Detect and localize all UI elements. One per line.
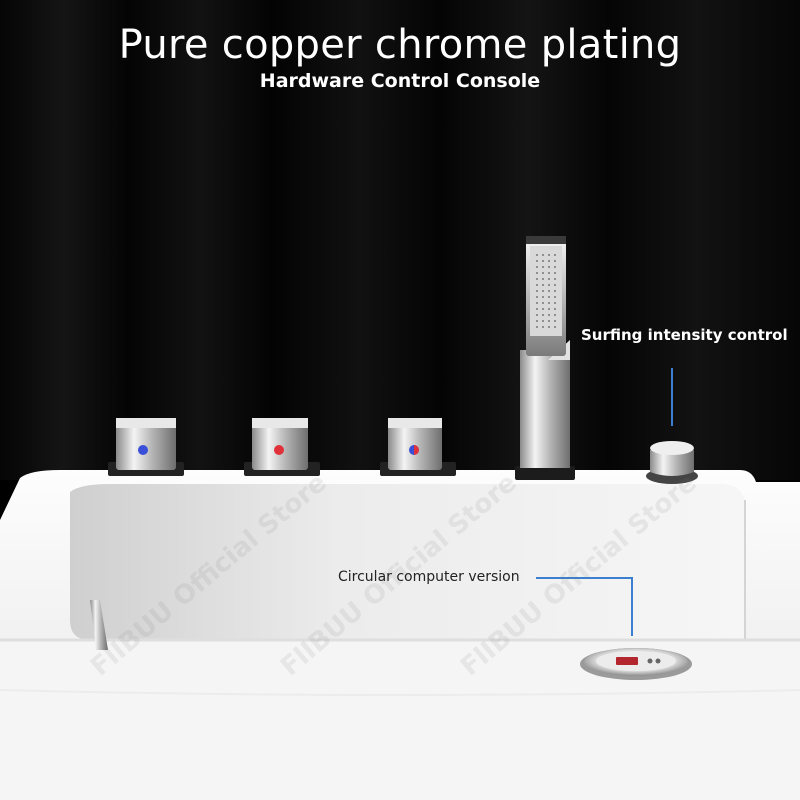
circular-panel-label: Circular computer version xyxy=(338,569,520,585)
cold-water-handle xyxy=(108,418,184,476)
circular-control-panel xyxy=(580,648,692,680)
hand-shower xyxy=(515,236,575,480)
mixer-handle xyxy=(380,418,456,476)
page-title: Pure copper chrome plating xyxy=(118,22,682,68)
surf-knob xyxy=(646,441,698,484)
page-subtitle: Hardware Control Console xyxy=(259,70,541,92)
surf-control-label: Surfing intensity control xyxy=(581,326,788,344)
hot-water-handle xyxy=(244,418,320,476)
